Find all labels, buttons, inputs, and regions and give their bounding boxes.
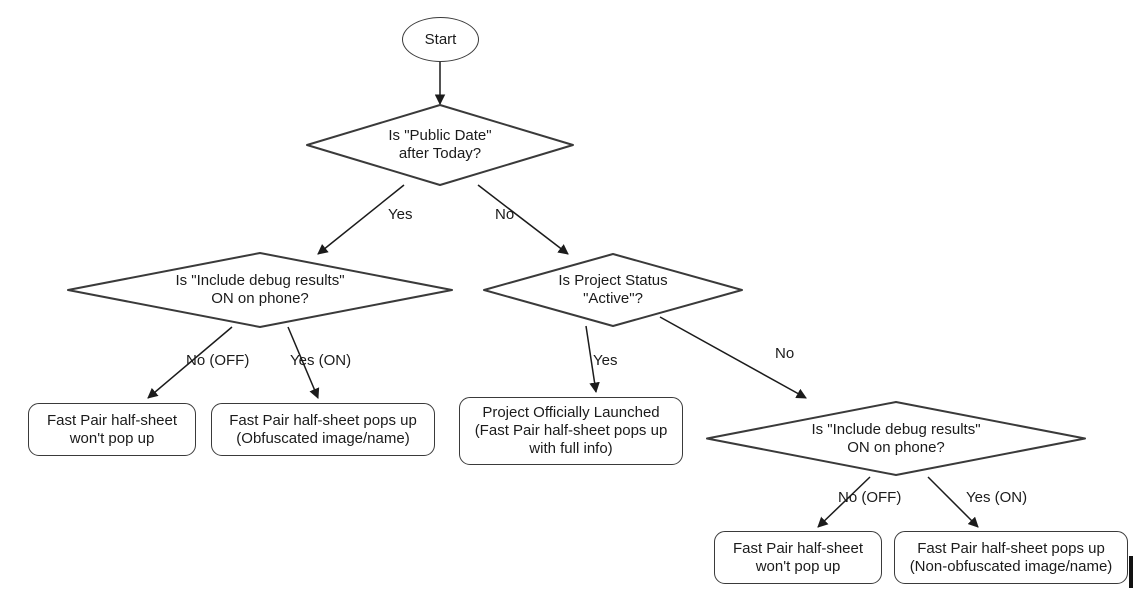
node-result-no-popup-left[interactable]: Fast Pair half-sheet won't pop up: [28, 403, 196, 456]
node-result-obfuscated-popup[interactable]: Fast Pair half-sheet pops up (Obfuscated…: [211, 403, 435, 456]
edge-public-date-no: [477, 184, 569, 255]
node-decision-debug-right-label: Is "Include debug results" ON on phone?: [811, 420, 981, 456]
edge-label-debug-right-no: No (OFF): [838, 489, 902, 506]
edge-label-project-status-no: No: [775, 345, 795, 362]
node-result-no-popup-left-label: Fast Pair half-sheet won't pop up: [46, 411, 178, 447]
node-decision-debug-right[interactable]: Is "Include debug results" ON on phone?: [705, 400, 1087, 477]
node-decision-public-date-label: Is "Public Date" after Today?: [388, 127, 492, 162]
node-start-label: Start: [424, 30, 457, 48]
edge-label-public-date-yes: Yes: [388, 206, 413, 223]
edge-label-debug-left-no: No (OFF): [186, 352, 250, 369]
node-result-no-popup-right[interactable]: Fast Pair half-sheet won't pop up: [714, 531, 882, 584]
diamond-shape: [706, 401, 1086, 476]
edge-label-project-status-yes: Yes: [593, 352, 618, 369]
edge-label-debug-left-yes: Yes (ON): [290, 352, 352, 369]
edge-artifact-bar: [1129, 556, 1133, 588]
node-decision-debug-left-label: Is "Include debug results" ON on phone?: [175, 272, 345, 307]
edge-label-public-date-no: No: [495, 206, 515, 223]
node-result-officially-launched[interactable]: Project Officially Launched (Fast Pair h…: [459, 397, 683, 465]
edge-label-debug-right-yes: Yes (ON): [966, 489, 1028, 506]
node-result-nonobfuscated-popup-label: Fast Pair half-sheet pops up (Non-obfusc…: [909, 539, 1113, 575]
node-result-nonobfuscated-popup[interactable]: Fast Pair half-sheet pops up (Non-obfusc…: [894, 531, 1128, 584]
diamond-shape: [483, 253, 743, 327]
node-start[interactable]: Start: [402, 17, 479, 62]
node-result-officially-launched-label: Project Officially Launched (Fast Pair h…: [474, 404, 668, 457]
node-decision-public-date[interactable]: Is "Public Date" after Today?: [305, 103, 575, 187]
node-result-obfuscated-popup-label: Fast Pair half-sheet pops up (Obfuscated…: [229, 411, 417, 447]
node-decision-project-status[interactable]: Is Project Status "Active"?: [482, 252, 744, 328]
node-result-no-popup-right-label: Fast Pair half-sheet won't pop up: [732, 539, 864, 575]
node-decision-project-status-label: Is Project Status "Active"?: [558, 272, 668, 307]
diamond-shape: [67, 252, 453, 328]
diamond-shape: [306, 104, 574, 186]
node-decision-debug-left[interactable]: Is "Include debug results" ON on phone?: [66, 251, 454, 329]
